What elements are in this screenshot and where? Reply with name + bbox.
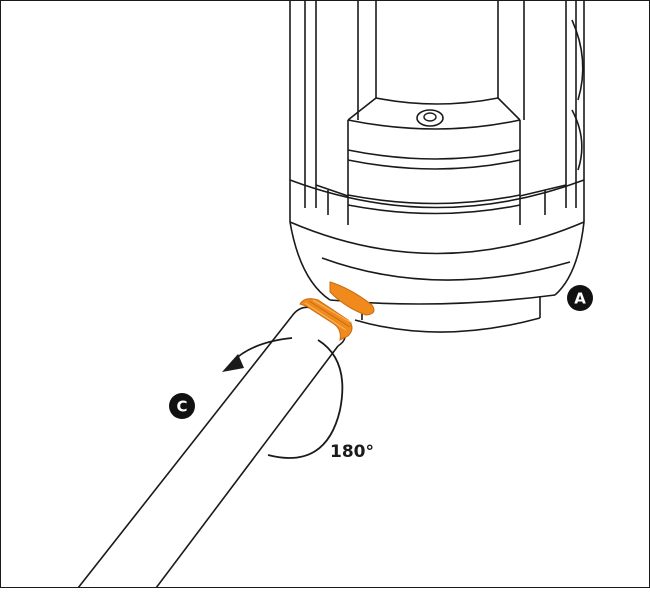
bowl-right-flank bbox=[554, 221, 585, 296]
callout-c-label: C bbox=[176, 398, 187, 416]
right-rib-curve-2 bbox=[571, 109, 583, 171]
rod-assembly bbox=[77, 306, 346, 589]
callout-c: C bbox=[169, 393, 195, 419]
right-slot bbox=[519, 184, 567, 225]
housing-assembly bbox=[289, 0, 585, 333]
collar-chamfer bbox=[347, 97, 521, 121]
rotation-arrow-icon bbox=[222, 337, 344, 459]
hex-socket-screw-icon bbox=[416, 109, 444, 127]
rod-threaded-tip bbox=[299, 298, 353, 341]
collar-top-edge bbox=[347, 119, 521, 130]
rod-left-edge bbox=[77, 315, 293, 589]
column-bottom-curve bbox=[375, 97, 499, 105]
callout-a-label: A bbox=[574, 290, 586, 308]
housing-seal-ring bbox=[329, 281, 375, 316]
collar-band-4 bbox=[347, 204, 521, 215]
bowl-base-curve bbox=[354, 317, 541, 333]
rod-right-edge bbox=[155, 345, 339, 589]
left-slot bbox=[315, 184, 349, 225]
bowl-ring-mid bbox=[321, 257, 571, 281]
collar-band-3 bbox=[347, 194, 521, 205]
collar-band-1 bbox=[347, 149, 521, 160]
bowl-left-flank bbox=[289, 221, 331, 301]
collar-band-2 bbox=[347, 159, 521, 170]
housing-shoulder bbox=[289, 179, 585, 209]
rotation-angle-label: 180° bbox=[330, 442, 374, 462]
callout-a: A bbox=[567, 285, 593, 311]
right-rib-curve-1 bbox=[571, 19, 584, 101]
bowl-ring-top bbox=[289, 221, 585, 255]
